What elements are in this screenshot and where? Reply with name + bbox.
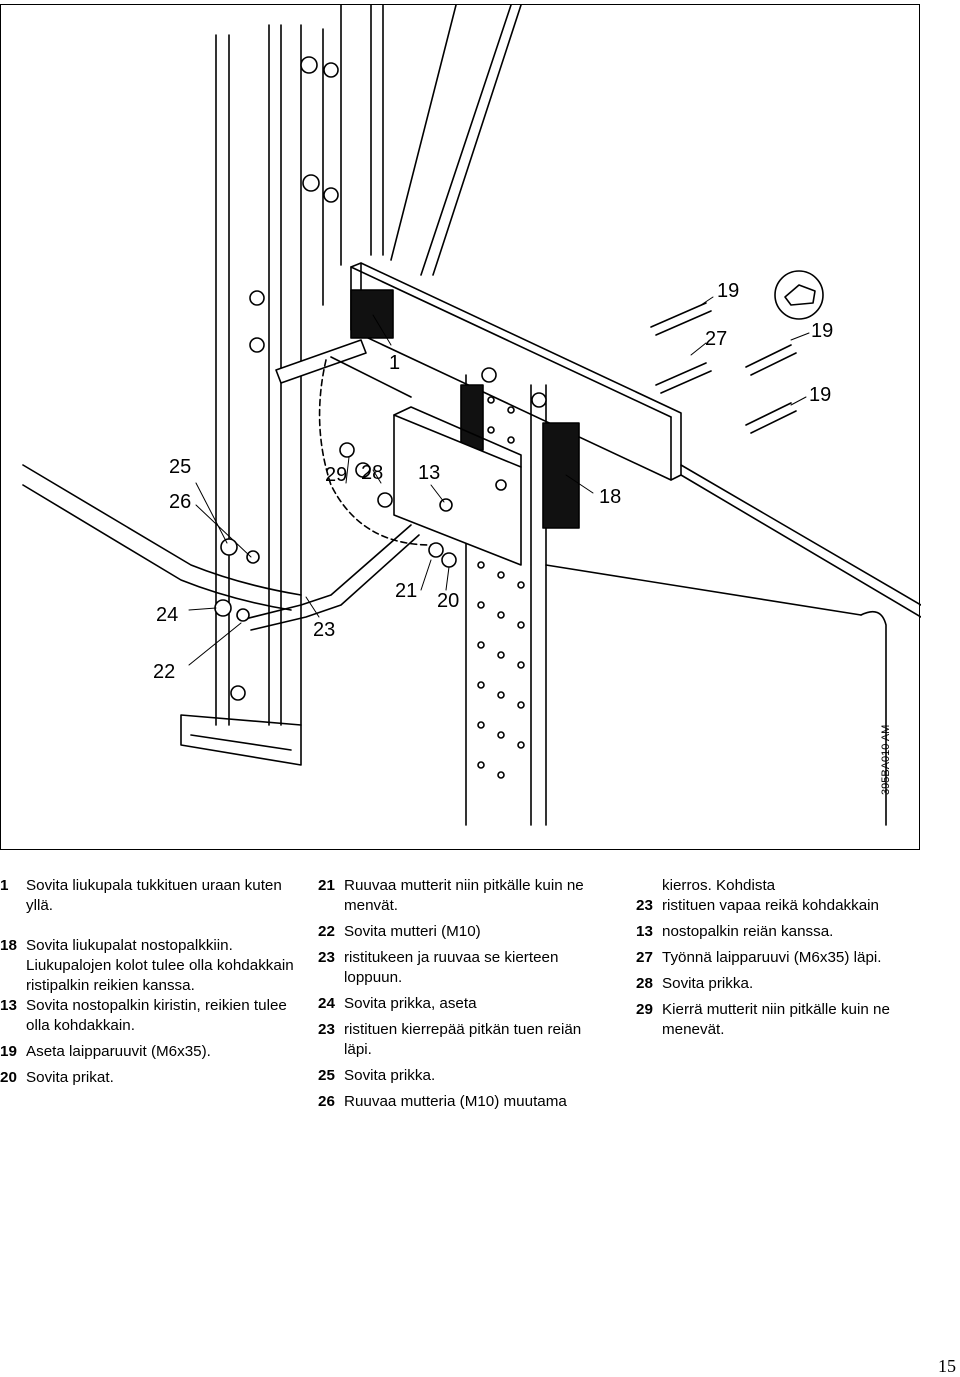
step-text: Sovita nostopalkin kiristin, reikien tul…	[26, 997, 287, 1034]
step-number: 22	[318, 923, 335, 940]
callout-18: 18	[599, 486, 622, 508]
assembly-drawing	[22, 5, 921, 826]
callout-24: 24	[156, 604, 179, 626]
step-number: 21	[318, 877, 335, 894]
step-number: 20	[0, 1069, 17, 1086]
cross-beam	[350, 262, 921, 618]
callout-1: 1	[389, 352, 401, 374]
step-text: ristituen vapaa reikä kohdakkain	[662, 897, 879, 914]
callout-26: 26	[169, 491, 192, 513]
step-text: Sovita prikka, aseta	[344, 995, 477, 1012]
mast-left	[180, 5, 384, 766]
instruction-step: 18 Sovita liukupalat nostopalkkiin. Liuk…	[0, 936, 295, 996]
step-text: ristituen kierrepää pitkän tuen reiän lä…	[344, 1021, 582, 1058]
slide-blocks	[350, 289, 580, 529]
instruction-step: 13 nostopalkin reiän kanssa.	[636, 922, 926, 942]
instruction-step: 26 Ruuvaa mutteria (M10) muutama	[318, 1092, 613, 1112]
instruction-step: 23 ristitukeen ja ruuvaa se kierteen lop…	[318, 948, 613, 988]
callout-19-a: 19	[717, 280, 740, 302]
step-number: 25	[318, 1067, 335, 1084]
step-text: nostopalkin reiän kanssa.	[662, 923, 834, 940]
callout-28: 28	[361, 462, 384, 484]
nuts-and-washers	[214, 56, 547, 701]
callout-27: 27	[705, 328, 728, 350]
step-text: Sovita prikat.	[26, 1069, 114, 1086]
step-number: 23	[636, 897, 653, 914]
step-text: Aseta laipparuuvit (M6x35).	[26, 1043, 211, 1060]
callout-13: 13	[418, 462, 441, 484]
instruction-step: 27 Työnnä laipparuuvi (M6x35) läpi.	[636, 948, 926, 968]
instruction-step: 28 Sovita prikka.	[636, 974, 926, 994]
callout-23: 23	[313, 619, 336, 641]
step-text: Sovita prikka.	[662, 975, 754, 992]
step-number: 27	[636, 949, 653, 966]
instruction-step: 24 Sovita prikka, aseta	[318, 994, 613, 1014]
instruction-step: 21 Ruuvaa mutterit niin pitkälle kuin ne…	[318, 876, 613, 916]
callout-21: 21	[395, 580, 418, 602]
instruction-step: 1 Sovita liukupala tukkituen uraan kuten…	[0, 876, 295, 916]
pin-and-chain	[275, 339, 432, 546]
flange-bolts	[650, 302, 797, 434]
instructions-column-2: 21 Ruuvaa mutterit niin pitkälle kuin ne…	[318, 876, 613, 1112]
step-text: Sovita liukupalat nostopalkkiin. Liukupa…	[26, 937, 294, 994]
step-text: Sovita liukupala tukkituen uraan kuten y…	[26, 877, 282, 914]
step-text: Sovita mutteri (M10)	[344, 923, 481, 940]
step-number: 26	[318, 1093, 335, 1110]
callout-25: 25	[169, 456, 192, 478]
step-number: 19	[0, 1043, 17, 1060]
callout-19-b: 19	[811, 320, 834, 342]
hand-tool-icon	[774, 270, 824, 320]
instructions-column-1: 1 Sovita liukupala tukkituen uraan kuten…	[0, 876, 295, 1088]
continued-text: kierros. Kohdista	[662, 877, 776, 894]
step-number: 13	[0, 997, 17, 1014]
assembly-figure: 1 18 19 19 19 27 13 28 29 25 26 24 22 23…	[0, 4, 921, 850]
bracket-plate	[393, 406, 522, 566]
instruction-step: 23 ristituen vapaa reikä kohdakkain	[636, 896, 926, 916]
instruction-step: 20 Sovita prikat.	[0, 1068, 295, 1088]
side-panel	[860, 610, 887, 826]
step-text: Ruuvaa mutterit niin pitkälle kuin ne me…	[344, 877, 584, 914]
step-text: ristitukeen ja ruuvaa se kierteen loppuu…	[344, 949, 559, 986]
step-number: 24	[318, 995, 335, 1012]
diagonal-beam	[390, 5, 522, 276]
leader-lines	[188, 296, 810, 666]
figure-code: 395BA010 AM	[880, 724, 892, 795]
cross-brace	[22, 464, 420, 631]
step-text: Sovita prikka.	[344, 1067, 436, 1084]
step-number: 1	[0, 877, 9, 894]
instruction-step: 25 Sovita prikka.	[318, 1066, 613, 1086]
instruction-step: 29 Kierrä mutterit niin pitkälle kuin ne…	[636, 1000, 926, 1040]
step-number: 18	[0, 937, 17, 954]
instructions-column-3: kierros. Kohdista 23 ristituen vapaa rei…	[636, 876, 926, 1040]
step-number: 13	[636, 923, 653, 940]
instruction-step: 23 ristituen kierrepää pitkän tuen reiän…	[318, 1020, 613, 1060]
callout-20: 20	[437, 590, 460, 612]
step-number: 28	[636, 975, 653, 992]
instruction-step: 22 Sovita mutteri (M10)	[318, 922, 613, 942]
step-number: 23	[318, 1021, 335, 1038]
instruction-step: 19 Aseta laipparuuvit (M6x35).	[0, 1042, 295, 1062]
page-number: 15	[938, 1356, 956, 1376]
step-number: 23	[318, 949, 335, 966]
callout-19-c: 19	[809, 384, 832, 406]
instruction-step: 13 Sovita nostopalkin kiristin, reikien …	[0, 996, 295, 1036]
callout-22: 22	[153, 661, 176, 683]
step-text: Työnnä laipparuuvi (M6x35) läpi.	[662, 949, 882, 966]
callout-29: 29	[325, 464, 348, 486]
step-text: Ruuvaa mutteria (M10) muutama	[344, 1093, 567, 1110]
step-text: Kierrä mutterit niin pitkälle kuin ne me…	[662, 1001, 890, 1038]
step-number: 29	[636, 1001, 653, 1018]
